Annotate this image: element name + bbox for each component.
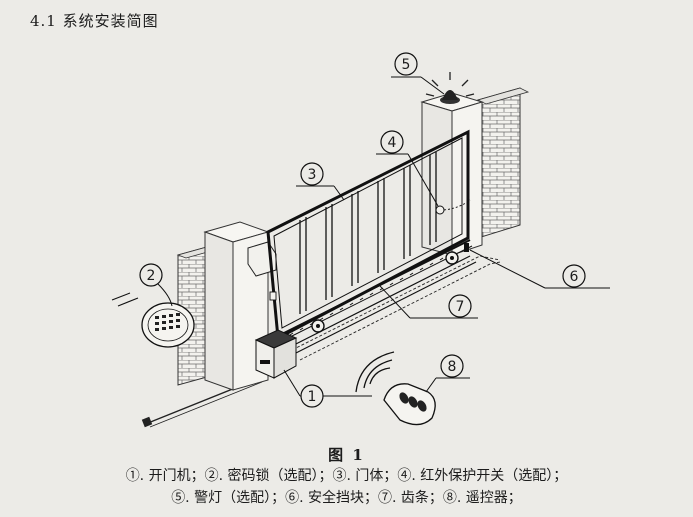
callout-7: 7: [379, 285, 478, 319]
callout-2: 2: [139, 263, 173, 307]
gate-body: [266, 129, 470, 341]
callout-5: 5: [391, 52, 445, 95]
callout-2-number: 2: [147, 268, 156, 284]
gear-rack: [281, 239, 473, 341]
gate-installation-diagram: 1 2 3 4 5 6: [111, 52, 610, 428]
gate-opener-motor: [254, 329, 298, 379]
callout-3: 3: [296, 162, 345, 201]
safety-stopper: [464, 243, 469, 252]
right-pillar: [420, 92, 484, 256]
callout-7-number: 7: [456, 299, 465, 315]
figure-title: 图 1: [328, 446, 365, 464]
warning-light: [425, 72, 475, 104]
callout-1: 1: [283, 369, 372, 408]
legend-line-1: ①. 开门机；②. 密码锁（选配）；③. 门体；④. 红外保护开关（选配）；: [125, 468, 568, 484]
callout-6: 6: [469, 249, 610, 289]
wiring-dashed: [287, 255, 501, 361]
callout-4-number: 4: [388, 135, 397, 151]
callout-3-number: 3: [308, 167, 317, 183]
remote-control: [355, 351, 436, 426]
password-keypad: [111, 292, 195, 348]
ground-track: [283, 255, 477, 357]
infrared-sensor: [269, 199, 471, 301]
callout-8: 8: [425, 354, 470, 393]
callout-8-number: 8: [448, 359, 457, 375]
callout-4: 4: [376, 130, 439, 207]
section-title: 4.1 系统安装简图: [30, 12, 159, 30]
callout-6-number: 6: [570, 269, 579, 285]
right-brick-wall: [476, 87, 530, 239]
legend-line-2: ⑤. 警灯（选配）；⑥. 安全挡块；⑦. 齿条；⑧. 遥控器；: [171, 490, 522, 506]
callout-1-number: 1: [308, 389, 317, 405]
gate-rollers: [311, 251, 459, 333]
callout-5-number: 5: [402, 57, 411, 73]
